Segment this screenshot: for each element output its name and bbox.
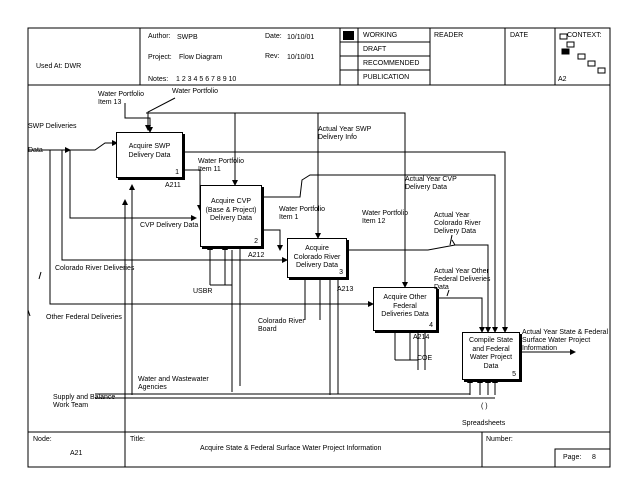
node-value: A21 xyxy=(70,450,83,457)
label-actual-year-other: Actual Year Other Federal Deliveries Dat… xyxy=(434,268,491,291)
label-water-portfolio: Water Portfolio xyxy=(172,88,219,95)
activity-number: 5 xyxy=(512,371,516,378)
label-actual-year-colorado: Actual Year Colorado River Delivery Data xyxy=(434,212,481,235)
label-swp-deliveries: SWP Deliveries xyxy=(28,123,77,130)
node-id-a211: A211 xyxy=(165,182,181,189)
date-value: 10/10/01 xyxy=(287,34,315,41)
notes-value: 1 2 3 4 5 6 7 8 9 10 xyxy=(176,76,237,83)
label-water-portfolio-13: Water Portfolio Item 13 xyxy=(98,91,145,106)
activity-label: Acquire Other Federal Deliveries Data xyxy=(381,294,429,318)
label-supply-balance: Supply and Balance Work Team xyxy=(53,394,116,409)
used-at: Used At: DWR xyxy=(36,63,82,70)
activity-box-4: Acquire Other Federal Deliveries Data 4 xyxy=(373,287,437,331)
node-id-a212: A212 xyxy=(248,252,265,259)
page-label: Page: xyxy=(563,454,582,461)
label-coe: COE xyxy=(417,355,433,362)
project-value: Flow Diagram xyxy=(179,54,223,61)
page-value: 8 xyxy=(592,454,596,461)
node-label: Node: xyxy=(33,436,52,443)
label-other-federal-deliveries: Other Federal Deliveries xyxy=(46,314,122,321)
activity-number: 4 xyxy=(429,322,433,329)
working-checkbox xyxy=(343,31,354,40)
date-column-label: DATE xyxy=(510,32,529,39)
activity-number: 1 xyxy=(175,169,179,176)
label-colorado-river-deliveries: Colorado River Deliveries xyxy=(55,265,135,272)
label-usbr: USBR xyxy=(193,288,213,295)
activity-box-3: Acquire Colorado River Delivery Data 3 xyxy=(287,238,347,278)
label-actual-year-state: Actual Year State & Federal Surface Wate… xyxy=(522,329,608,352)
reader-label: READER xyxy=(434,32,464,39)
status-publication: PUBLICATION xyxy=(363,74,410,81)
label-data: Data xyxy=(28,147,43,154)
title-label: Title: xyxy=(130,436,145,443)
number-label: Number: xyxy=(486,436,513,443)
context-label: CONTEXT: xyxy=(567,32,602,39)
author-value: SWPB xyxy=(177,34,198,41)
diagram-title: Acquire State & Federal Surface Water Pr… xyxy=(200,445,382,452)
label-water-portfolio-11: Water Portfolio Item 11 xyxy=(198,158,245,173)
context-glyph xyxy=(559,33,606,74)
rev-label: Rev: xyxy=(265,53,280,60)
status-recommended: RECOMMENDED xyxy=(363,60,420,67)
label-spreadsheets: Spreadsheets xyxy=(462,420,506,427)
label-water-portfolio-1: Water Portfolio Item 1 xyxy=(279,206,326,221)
activity-box-5: Compile State and Federal Water Project … xyxy=(462,332,520,380)
activity-number: 2 xyxy=(254,238,258,245)
notes-label: Notes: xyxy=(148,76,169,83)
context-node: A2 xyxy=(558,76,567,83)
status-working: WORKING xyxy=(363,32,398,39)
label-cvp-delivery-data: CVP Delivery Data xyxy=(140,222,199,229)
activity-label: Acquire CVP (Base & Project) Delivery Da… xyxy=(205,198,257,222)
date-label: Date: xyxy=(265,33,282,40)
node-id-a214: A214 xyxy=(413,334,430,341)
activity-box-1: Acquire SWP Delivery Data 1 xyxy=(116,132,183,178)
activity-number: 3 xyxy=(339,269,343,276)
rev-value: 10/10/01 xyxy=(287,54,315,61)
activity-label: Acquire SWP Delivery Data xyxy=(128,143,171,159)
status-draft: DRAFT xyxy=(363,46,387,53)
activity-box-2: Acquire CVP (Base & Project) Delivery Da… xyxy=(200,185,262,247)
label-water-wastewater: Water and Wastewater Agencies xyxy=(138,376,209,391)
activity-label: Acquire Colorado River Delivery Data xyxy=(293,245,341,269)
label-actual-year-cvp: Actual Year CVP Delivery Data xyxy=(405,176,457,191)
label-paren: ( ) xyxy=(481,403,488,410)
label-colorado-river-board: Colorado River Board xyxy=(258,318,305,333)
author-label: Author: xyxy=(148,33,171,40)
label-water-portfolio-12: Water Portfolio Item 12 xyxy=(362,210,409,225)
project-label: Project: xyxy=(148,54,172,61)
activity-label: Compile State and Federal Water Project … xyxy=(469,337,513,370)
node-id-a213: A213 xyxy=(337,286,354,293)
label-actual-year-swp: Actual Year SWP Delivery Info xyxy=(318,126,372,141)
